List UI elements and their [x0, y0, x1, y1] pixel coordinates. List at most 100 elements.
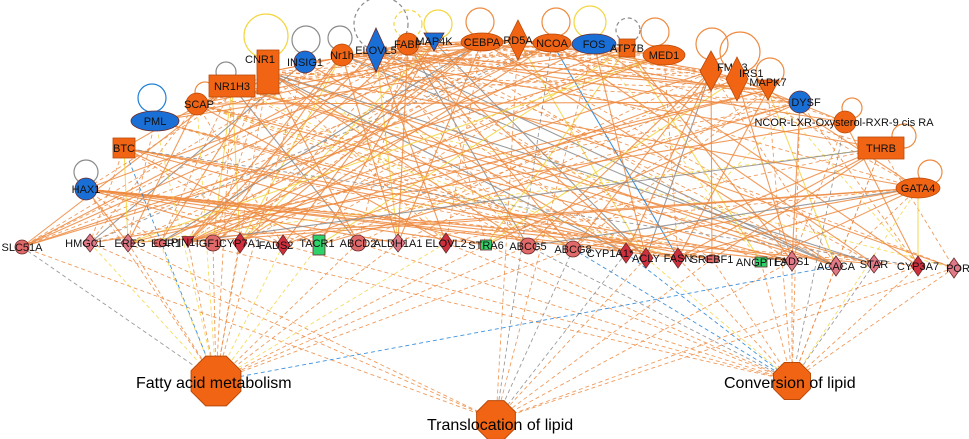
- edge-fos-tol: [494, 43, 595, 421]
- gene-node-slc51a[interactable]: SLC51A: [2, 239, 44, 255]
- regulator-node-cebpa[interactable]: CEBPA: [460, 32, 504, 52]
- gene-node-fasn[interactable]: FASN: [664, 247, 693, 269]
- gene-node-elovl2[interactable]: ELOVL2: [425, 232, 467, 254]
- self-loop-fos: [573, 5, 607, 39]
- edge-elovl5-abcg5: [375, 49, 529, 247]
- gene-node-acly[interactable]: ACLY: [632, 247, 661, 269]
- edge-rd5a-tol: [493, 39, 519, 421]
- edge-cebpa-dysf: [481, 41, 801, 104]
- regulator-node-med1[interactable]: MED1: [642, 44, 686, 66]
- gene-node-igf1[interactable]: IGF1: [196, 234, 222, 252]
- regulator-node-ncoa[interactable]: NCOA: [532, 33, 572, 53]
- gene-node-abcg8[interactable]: ABCG8: [554, 240, 592, 258]
- edge-atp7b-fads1: [626, 47, 793, 262]
- regulator-node-gata4[interactable]: GATA4: [895, 177, 941, 199]
- function-node-fam[interactable]: Fatty acid metabolism: [136, 355, 292, 407]
- regulator-node-thrb[interactable]: THRB: [857, 136, 905, 160]
- edge-mapk7-ereg: [127, 89, 769, 245]
- gene-label-cyp3a7: CYP3A7: [897, 261, 939, 273]
- gene-label-lpin1: LPIN1: [165, 237, 196, 249]
- gene-node-star[interactable]: STAR: [860, 254, 889, 274]
- edge-egr1-fam: [159, 242, 217, 382]
- regulator-node-atp7b[interactable]: ATP7B: [610, 38, 644, 58]
- thrb-shape: [857, 136, 905, 160]
- gene-node-cyp7a1[interactable]: CYP7A1: [219, 232, 261, 254]
- gene-node-cyp1a1[interactable]: CYP1A1*: [587, 242, 634, 264]
- edge-star-col: [791, 263, 875, 382]
- gene-node-fads1[interactable]: FADS1: [775, 250, 810, 272]
- function-label-fam: Fatty acid metabolism: [136, 375, 292, 392]
- gene-label-star: STAR: [860, 259, 889, 271]
- edge-scap-fads1: [196, 103, 793, 263]
- regulator-node-fabp[interactable]: FABP: [394, 32, 422, 56]
- self-loop-layer: [73, 0, 943, 185]
- regulator-node-cnr1[interactable]: CNR1: [245, 49, 280, 95]
- edge-cnr1-elovl2: [267, 71, 447, 244]
- fabp-shape: [396, 32, 420, 56]
- regulator-node-nr1h[interactable]: Nr1h: [330, 43, 354, 67]
- gene-node-angptl3[interactable]: ANGPTL3: [736, 256, 786, 269]
- edge-gata4-col: [791, 187, 919, 382]
- regulator-node-fos[interactable]: FOS: [571, 33, 617, 55]
- gene-label-igf1: IGF1: [196, 238, 220, 250]
- lpin1-shape: [181, 236, 195, 249]
- edge-scap-ereg: [127, 103, 198, 244]
- gene-node-egr1[interactable]: EGR1: [151, 238, 181, 250]
- hmgcl-shape: [82, 233, 98, 253]
- regulator-node-dysf[interactable]: DYSF: [788, 90, 821, 114]
- regulator-node-insig1[interactable]: INSIG1: [287, 50, 323, 74]
- gene-node-abcg5[interactable]: ABCG5: [509, 237, 547, 255]
- edge-hmgcl-fam: [89, 242, 217, 382]
- gene-node-abcd2[interactable]: ABCD2: [340, 234, 377, 252]
- self-loop-ncoa: [541, 7, 571, 37]
- edge-mapk7-abcg5: [527, 89, 769, 247]
- regulator-node-hax1[interactable]: HAX1: [72, 177, 101, 201]
- edge-irs1-fads1: [736, 78, 794, 262]
- edge-srebf1-tol: [495, 258, 713, 421]
- elovl2-shape: [438, 232, 454, 254]
- regulator-node-irs1[interactable]: IRS1: [725, 56, 763, 102]
- edge-hax1-stra6: [85, 188, 487, 248]
- edge-hax1-fam: [85, 188, 217, 382]
- regulator-node-ncor[interactable]: NCOR-LXR-Oxysterol-RXR-9 cis RA: [754, 110, 934, 134]
- edge-hax1-aldh1a1: [85, 188, 399, 245]
- gene-node-ereg[interactable]: EREG: [114, 233, 146, 253]
- regulator-node-scap[interactable]: SCAP: [184, 92, 214, 116]
- abcg8-shape: [564, 240, 582, 258]
- edge-gata4-ereg: [127, 187, 919, 246]
- igf1-shape: [204, 234, 222, 252]
- gene-node-por[interactable]: POR: [946, 257, 969, 279]
- gene-node-srebf1[interactable]: SREBF1: [691, 254, 734, 266]
- gene-node-hmgcl[interactable]: HMGCL: [65, 233, 105, 253]
- regulator-label-mapk7: MAPK7: [749, 77, 786, 89]
- edge-insig1-elovl2: [304, 61, 447, 244]
- gene-node-tacr1[interactable]: TACR1: [299, 234, 335, 256]
- regulator-node-elovl5[interactable]: ELOVL5: [355, 27, 397, 73]
- gata4-shape: [895, 177, 941, 199]
- regulator-label-rd5a: RD5A: [503, 35, 533, 47]
- gene-node-acaca[interactable]: ACACA: [817, 255, 856, 277]
- regulator-node-pml[interactable]: PML: [130, 110, 180, 132]
- slc51a-shape: [14, 239, 30, 255]
- gene-node-lpin1[interactable]: LPIN1: [165, 236, 196, 250]
- gene-node-fads2[interactable]: FADS2: [259, 234, 294, 256]
- function-node-col[interactable]: Conversion of lipid: [724, 362, 856, 400]
- regulator-node-nr1h3[interactable]: NR1H3: [208, 74, 256, 98]
- gene-node-stra6[interactable]: STRA6: [468, 239, 504, 252]
- regulator-node-mapk7[interactable]: MAPK7: [749, 77, 787, 101]
- function-node-tol[interactable]: Translocation of lipid: [427, 400, 573, 439]
- gene-node-aldh1a1[interactable]: ALDH1A1: [374, 233, 423, 253]
- gene-label-acaca: ACACA: [817, 261, 856, 273]
- edge-ncoa-tol: [494, 42, 553, 421]
- gene-label-hmgcl: HMGCL: [65, 238, 105, 250]
- gene-node-cyp3a7[interactable]: CYP3A7: [897, 255, 939, 277]
- regulator-node-btc[interactable]: BTC: [112, 137, 136, 159]
- atp7b-shape: [618, 38, 636, 58]
- fmo3-shape: [699, 50, 723, 92]
- edge-mapk7-fasn: [677, 89, 769, 259]
- regulator-node-rd5a[interactable]: RD5A: [503, 19, 533, 61]
- edge-pml-fam: [154, 120, 218, 382]
- regulator-node-map4k[interactable]: MAP4K: [415, 32, 453, 52]
